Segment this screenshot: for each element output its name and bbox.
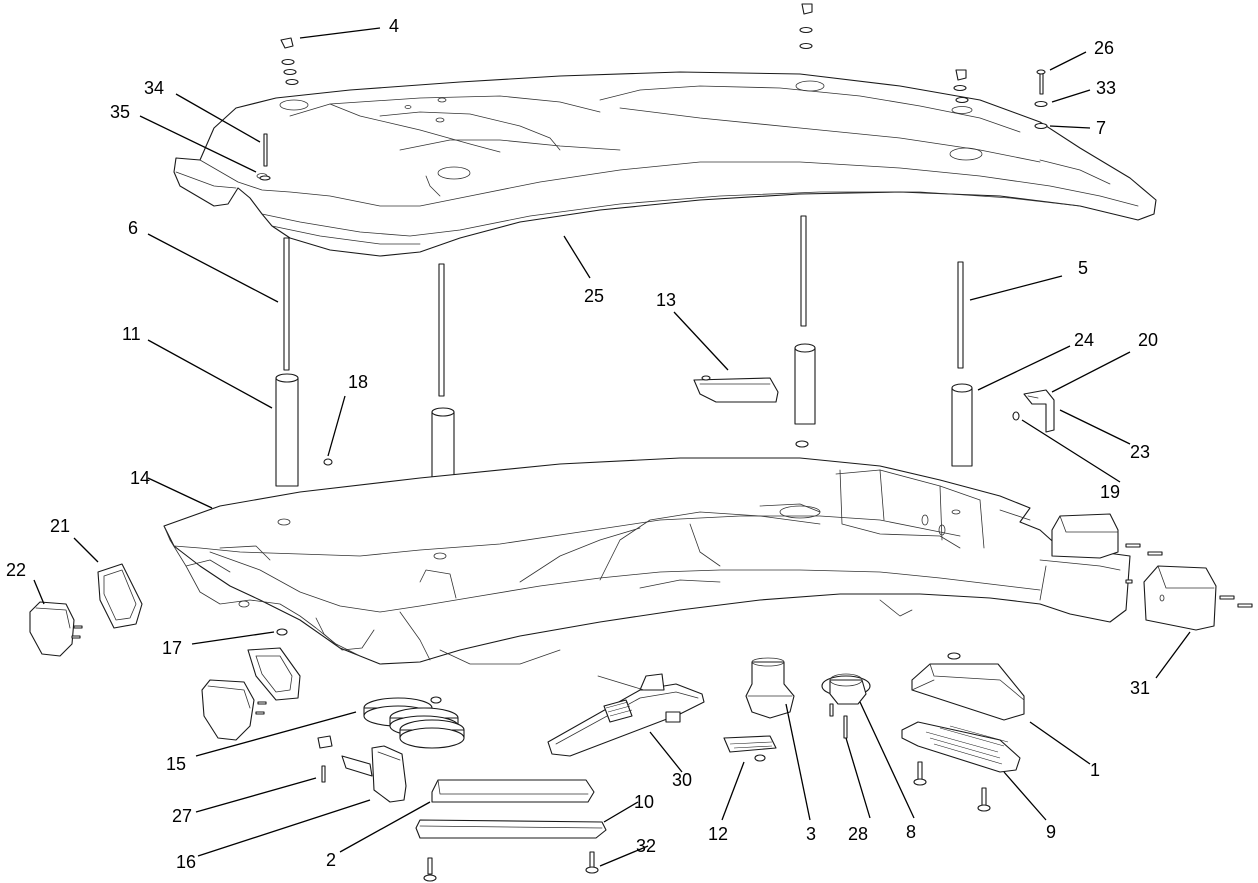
callout-12: 12	[708, 824, 728, 844]
callout-4: 4	[389, 16, 399, 36]
callout-21: 21	[50, 516, 70, 536]
callout-6: 6	[128, 218, 138, 238]
callout-1: 1	[1090, 760, 1100, 780]
callout-27: 27	[172, 806, 192, 826]
speaker-8	[821, 673, 871, 739]
circuit-board	[547, 673, 705, 757]
spacer-rods	[283, 215, 964, 397]
callout-2: 2	[326, 850, 336, 870]
callout-22: 22	[6, 560, 26, 580]
callout-5: 5	[1078, 258, 1088, 278]
callout-labels: 4 26 33 7 34 35 6 25 5 13 11 24 20 18 23…	[6, 16, 1158, 872]
callout-31: 31	[1130, 678, 1150, 698]
left-lens-assembly	[29, 563, 301, 741]
gauge-cluster	[363, 696, 465, 749]
callout-16: 16	[176, 852, 196, 872]
leader-lines	[33, 27, 1191, 867]
callout-32: 32	[636, 836, 656, 856]
callout-9: 9	[1046, 822, 1056, 842]
callout-11: 11	[122, 324, 141, 344]
lower-housing	[163, 457, 1131, 665]
callout-14: 14	[130, 468, 150, 488]
callout-35: 35	[110, 102, 130, 122]
light-module	[901, 652, 1025, 812]
callout-28: 28	[848, 824, 868, 844]
top-cover	[173, 71, 1157, 257]
callout-18: 18	[348, 372, 368, 392]
callout-10: 10	[634, 792, 654, 812]
callout-25: 25	[584, 286, 604, 306]
bracket	[1012, 389, 1055, 433]
callout-26: 26	[1094, 38, 1114, 58]
horn-3	[745, 657, 795, 719]
callout-24: 24	[1074, 330, 1094, 350]
callout-34: 34	[144, 78, 164, 98]
callout-19: 19	[1100, 482, 1120, 502]
callout-20: 20	[1138, 330, 1158, 350]
top-hardware	[259, 3, 1048, 181]
callout-3: 3	[806, 824, 816, 844]
callout-15: 15	[166, 754, 186, 774]
callout-23: 23	[1130, 442, 1150, 462]
callout-7: 7	[1096, 118, 1106, 138]
bracket-13	[693, 375, 779, 403]
callout-33: 33	[1096, 78, 1116, 98]
callout-30: 30	[672, 770, 692, 790]
reflector-assembly	[415, 779, 607, 882]
switch-assembly	[317, 735, 407, 803]
callout-13: 13	[656, 290, 676, 310]
callout-8: 8	[906, 822, 916, 842]
callout-17: 17	[162, 638, 182, 658]
end-caps	[1051, 513, 1253, 631]
connector-12	[723, 735, 777, 762]
